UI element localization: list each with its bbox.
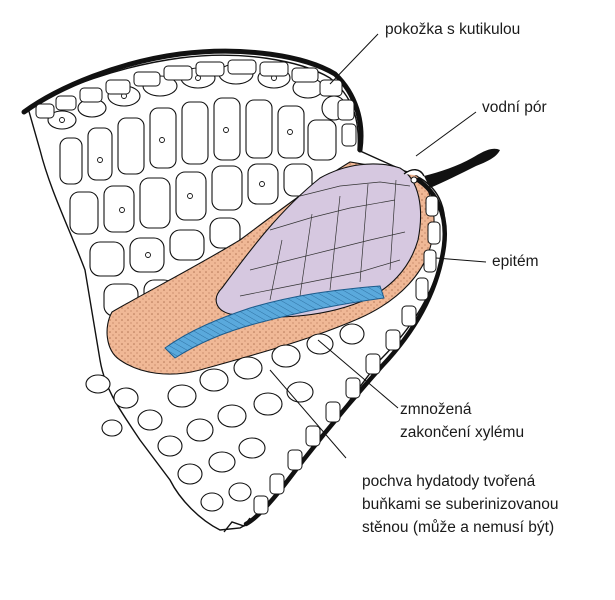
label-epithem: epitém bbox=[492, 253, 539, 270]
label-cuticle: pokožka s kutikulou bbox=[385, 21, 520, 38]
leader-lines bbox=[269, 33, 487, 459]
epithem-cells bbox=[239, 179, 411, 301]
label-xylem-line2: zakončení xylému bbox=[400, 424, 524, 441]
cell-nuclei bbox=[59, 75, 293, 258]
bottom-cut bbox=[223, 517, 251, 533]
epidermis-cuticle bbox=[21, 48, 364, 153]
label-xylem-line1: zmnožená bbox=[400, 401, 472, 418]
label-sheath-line1: pochva hydatody tvořená bbox=[362, 473, 536, 490]
label-water-pore: vodní pór bbox=[482, 99, 547, 116]
label-sheath-line2: buňkami se suberinizovanou bbox=[362, 496, 558, 513]
water-pore bbox=[403, 148, 500, 188]
epidermis-cells bbox=[35, 59, 441, 515]
label-sheath-line3: stěnou (může a nemusí být) bbox=[362, 519, 554, 536]
